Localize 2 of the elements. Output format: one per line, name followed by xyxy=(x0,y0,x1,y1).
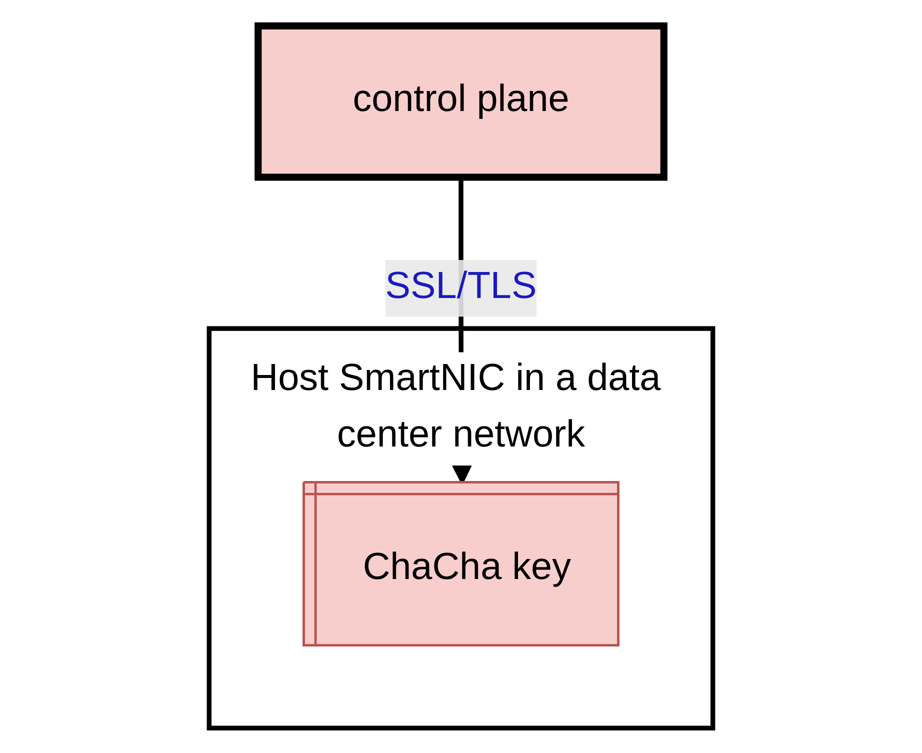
edge-label: SSL/TLS xyxy=(385,266,537,307)
node-box: control plane xyxy=(254,22,668,180)
